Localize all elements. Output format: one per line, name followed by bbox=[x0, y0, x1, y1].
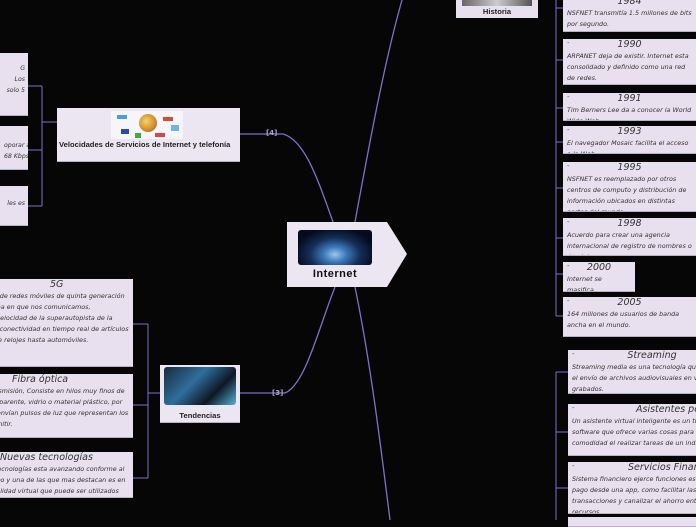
servicios-item-streaming[interactable]: - Streaming Streaming media es una tecno… bbox=[568, 350, 696, 394]
tendencias-item-title: 5G bbox=[50, 279, 64, 290]
velocidades-item-3[interactable]: les es bbox=[0, 186, 28, 226]
historia-text: Acuerdo para crear una agencia internaci… bbox=[567, 231, 692, 255]
historia-image bbox=[462, 0, 532, 6]
tendencias-topic-node[interactable]: Tendencias bbox=[160, 365, 240, 423]
historia-year: 1990 bbox=[617, 39, 642, 50]
historia-year: 1984 bbox=[617, 0, 642, 7]
historia-text: ARPANET deja de existir. Internet esta c… bbox=[567, 52, 689, 82]
globe-image bbox=[298, 230, 372, 265]
velocidades-logos-image bbox=[111, 111, 183, 139]
brand-logo-icon bbox=[171, 125, 179, 131]
historia-item-1984[interactable]: 1984 NSFNET transmitía 1.5 millones de b… bbox=[563, 0, 696, 32]
historia-year: 1993 bbox=[617, 126, 642, 137]
servicios-item-title: Asistentes personales digitales bbox=[636, 404, 696, 415]
velocidades-item-2[interactable]: oporar a 68 Kbps bbox=[0, 126, 28, 170]
servicios-item-title: Servicios Financieros bbox=[628, 462, 696, 473]
tendencias-item-fibra[interactable]: Fibra óptica Medio de transmisión, Consi… bbox=[0, 374, 133, 438]
tendencias-item-text: Las tecnologías esta avanzando conforme … bbox=[0, 465, 126, 495]
historia-item-1990[interactable]: - 1990 ARPANET deja de existir. Internet… bbox=[563, 39, 696, 85]
brand-logo-icon bbox=[121, 129, 129, 134]
historia-text: NSFNET es reemplazado por otros centros … bbox=[567, 175, 687, 212]
velocidades-number: [4] bbox=[266, 129, 278, 137]
servicios-item-text: Sistema financiero ejerce funciones esen… bbox=[572, 475, 696, 514]
historia-item-1991[interactable]: - 1991 Tim Berners Lee da a conocer la W… bbox=[563, 93, 696, 121]
historia-year: 2000 bbox=[586, 262, 612, 273]
historia-label: Historia bbox=[482, 7, 512, 16]
brand-logo-icon bbox=[163, 117, 173, 121]
tendencias-image bbox=[164, 367, 236, 405]
brand-logo-icon bbox=[135, 133, 141, 138]
globe-logo-icon bbox=[139, 114, 157, 132]
historia-text: Internet se masifica. bbox=[567, 275, 602, 292]
velocidades-topic-node[interactable]: Velocidades de Servicios de Internet y t… bbox=[57, 108, 240, 162]
tendencias-item-text: Medio de transmisión, Consiste en hilos … bbox=[0, 387, 129, 428]
historia-item-1995[interactable]: - 1995 NSFNET es reemplazado por otros c… bbox=[563, 162, 696, 212]
servicios-item-text: Streaming media es una tecnología que pe… bbox=[572, 363, 696, 393]
historia-item-2000[interactable]: - 2000 Internet se masifica. bbox=[563, 262, 635, 292]
tendencias-item-title: Nuevas tecnologías bbox=[0, 452, 93, 463]
servicios-item-asistentes[interactable]: - Asistentes personales digitales Un asi… bbox=[568, 404, 696, 456]
tendencias-item-5g[interactable]: 5G Implementación de redes móviles de qu… bbox=[0, 279, 133, 367]
historia-year: 1998 bbox=[617, 218, 642, 229]
servicios-item-title: Streaming bbox=[627, 350, 677, 361]
central-topic-title: Internet bbox=[312, 268, 358, 280]
tendencias-label: Tendencias bbox=[179, 411, 221, 420]
tendencias-item-title: Fibra óptica bbox=[12, 374, 69, 385]
servicios-item-financieros[interactable]: - Servicios Financieros Sistema financie… bbox=[568, 462, 696, 514]
historia-year: 1991 bbox=[617, 93, 642, 104]
tendencias-item-nuevas[interactable]: Nuevas tecnologías Las tecnologías esta … bbox=[0, 452, 133, 498]
velocidades-label: Velocidades de Servicios de Internet y t… bbox=[59, 140, 231, 149]
historia-item-2005[interactable]: - 2005 164 millones de usuarios de banda… bbox=[563, 297, 696, 337]
velocidades-item-text: les es bbox=[7, 200, 25, 207]
servicios-item-next[interactable] bbox=[568, 517, 696, 527]
historia-year: 2005 bbox=[617, 297, 642, 308]
velocidades-item-text: oporar a 68 Kbps bbox=[4, 142, 28, 160]
historia-text: Tim Berners Lee da a conocer la World Wi… bbox=[567, 106, 692, 121]
historia-item-1998[interactable]: - 1998 Acuerdo para crear una agencia in… bbox=[563, 218, 696, 256]
central-topic-node[interactable]: Internet bbox=[287, 222, 407, 287]
velocidades-item-text: G Los solo 5 bbox=[6, 65, 25, 94]
historia-text: NSFNET transmitía 1.5 millones de bits p… bbox=[567, 9, 692, 28]
historia-text: El navegador Mosaic facilita el acceso a… bbox=[567, 139, 689, 154]
brand-logo-icon bbox=[155, 133, 165, 137]
historia-text: 164 millones de usuarios de banda ancha … bbox=[567, 310, 680, 329]
historia-topic-node[interactable]: Historia bbox=[456, 0, 538, 18]
historia-year: 1995 bbox=[617, 162, 642, 173]
velocidades-item-1[interactable]: G Los solo 5 bbox=[0, 53, 28, 116]
servicios-item-text: Un asistente virtual inteligente es un t… bbox=[572, 417, 696, 447]
brand-logo-icon bbox=[117, 115, 127, 119]
tendencias-number: [3] bbox=[272, 389, 284, 397]
historia-item-1993[interactable]: - 1993 El navegador Mosaic facilita el a… bbox=[563, 126, 696, 154]
tendencias-item-text: Implementación de redes móviles de quint… bbox=[0, 292, 129, 344]
